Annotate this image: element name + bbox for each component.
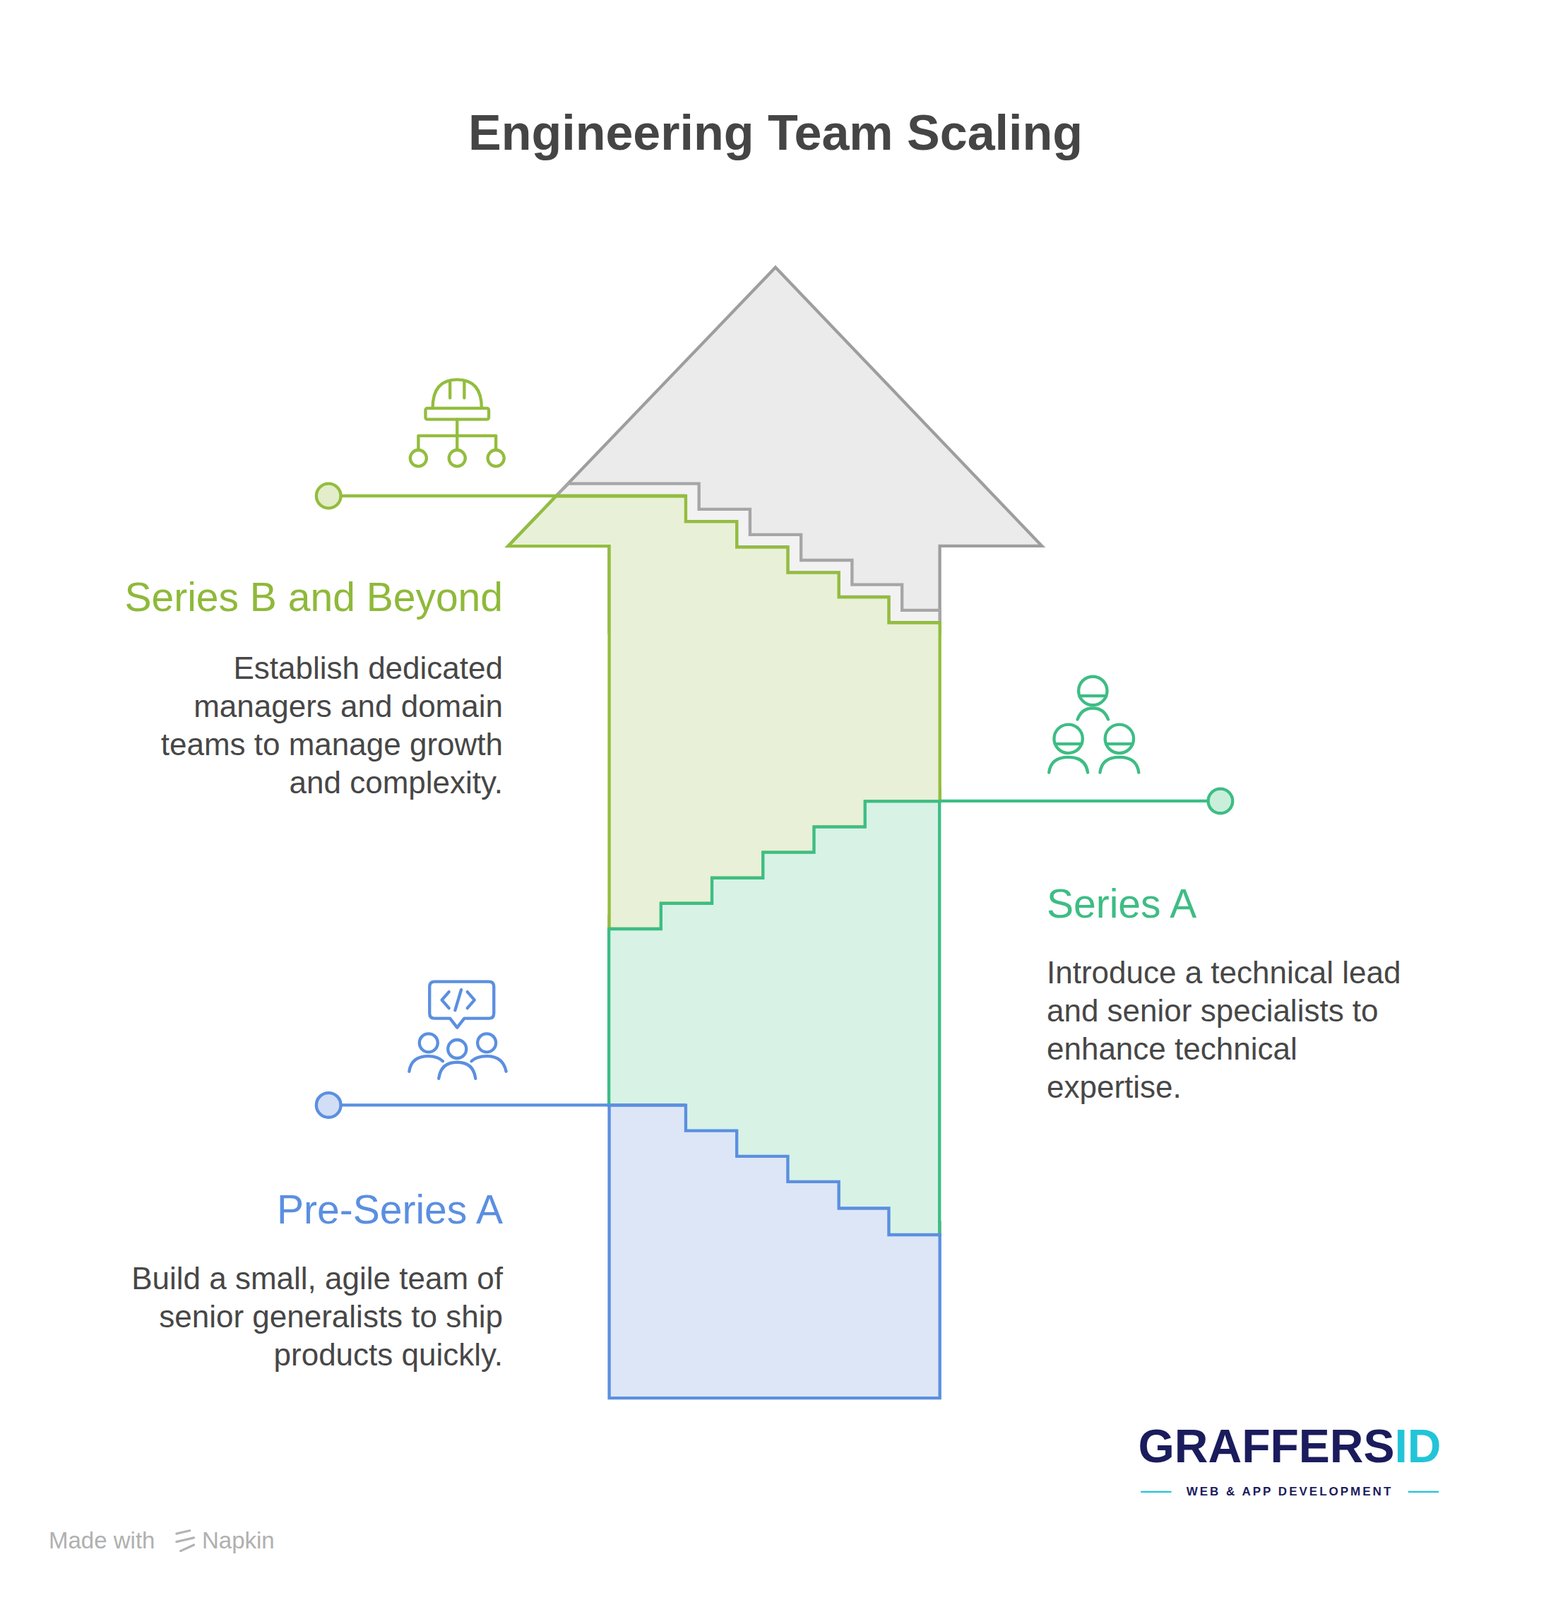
person-band (1055, 742, 1083, 746)
person-shoulders (438, 1062, 476, 1079)
diagram-title: Engineering Team Scaling (0, 104, 1551, 162)
person-head (477, 1033, 496, 1052)
hat-brim (425, 408, 489, 420)
person-band (1079, 694, 1107, 698)
band-outline (112, 1096, 950, 1409)
stage-heading: Series A (1046, 879, 1485, 928)
hat-crest (449, 381, 465, 398)
watermark: Napkin (201, 1526, 275, 1555)
person-head (447, 1039, 467, 1059)
watermark: Made with (48, 1526, 155, 1555)
person-head (1053, 724, 1083, 753)
leader-line (341, 1103, 686, 1107)
person-shoulders (1099, 757, 1139, 773)
person-shoulders (408, 1055, 443, 1072)
stage-description: Establish dedicated managers and domain … (121, 649, 503, 802)
stage-heading: Pre-Series A (64, 1185, 503, 1234)
person-head (1078, 676, 1107, 705)
leader-dot (1208, 788, 1234, 814)
stage-description: Introduce a technical lead and senior sp… (1046, 953, 1429, 1107)
stage-band: Pre-Series ABuild a small, agile team of… (112, 1096, 950, 1409)
person-head (419, 1033, 438, 1052)
leader-line (341, 494, 686, 498)
person-band (1106, 742, 1133, 746)
org-dot (410, 449, 427, 467)
band-shape (608, 1105, 940, 1399)
brand-tagline: WEB & APP DEVELOPMENT (1186, 1484, 1394, 1499)
leader-line (940, 799, 1209, 803)
leader-dot (316, 1092, 342, 1118)
leader-dot (316, 483, 342, 509)
hat-dome (432, 379, 482, 408)
speech-bubble (429, 981, 494, 1028)
code-glyph (442, 989, 475, 1010)
person-shoulders (1077, 707, 1109, 719)
org-dot (488, 449, 505, 467)
napkin-icon (176, 1530, 195, 1551)
brand-logo: GRAFFERSID (1138, 1422, 1442, 1470)
person-shoulders (1048, 757, 1088, 773)
person-shoulders (471, 1055, 506, 1072)
manager-icon (410, 379, 505, 467)
stage-description: Build a small, agile team of senior gene… (121, 1259, 503, 1374)
org-lines (418, 419, 496, 450)
dev-team-icon (408, 981, 506, 1079)
org-dot (449, 449, 466, 467)
stage-heading: Series B and Beyond (64, 572, 503, 621)
specialists-icon (1048, 676, 1139, 773)
person-head (1105, 724, 1134, 753)
logo-rule (1140, 1490, 1439, 1493)
